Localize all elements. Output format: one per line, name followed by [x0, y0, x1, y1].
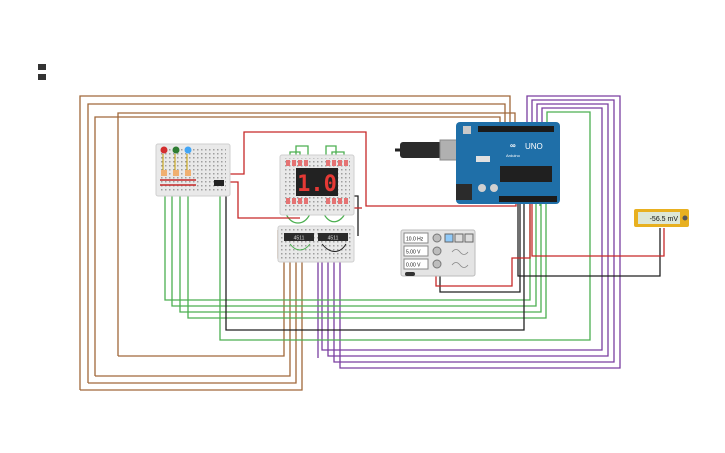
wave-square-icon[interactable]	[444, 233, 454, 243]
seven-segment-display[interactable]	[296, 168, 338, 196]
power-switch[interactable]	[405, 272, 415, 276]
multimeter-display	[638, 212, 680, 224]
offset-field[interactable]	[403, 258, 429, 270]
led-red-icon[interactable]	[160, 146, 168, 173]
wires-brown	[79, 95, 516, 391]
wave-triangle-icon[interactable]	[454, 233, 464, 243]
frequency-value: 10.0 Hz	[406, 237, 424, 243]
amplitude-knob-icon[interactable]	[432, 246, 442, 256]
arduino-logo-icon: ∞	[510, 141, 516, 150]
offset-value: 0.00 V	[406, 263, 421, 269]
usb-cable-icon	[400, 142, 442, 158]
resistor-row-top	[286, 160, 348, 166]
waveform-preview-icon	[451, 249, 469, 255]
wires-black	[225, 188, 661, 331]
crystal-icon	[476, 156, 490, 162]
chip-2-label: 4511	[328, 236, 339, 242]
capacitor-icon-2	[490, 184, 498, 192]
multimeter[interactable]: -56.5 mV	[634, 209, 689, 227]
wave-sine-icon[interactable]	[464, 233, 474, 243]
capacitor-icon	[478, 184, 486, 192]
resistor-row-bottom	[286, 198, 348, 204]
frequency-knob-icon[interactable]	[432, 233, 442, 243]
breadboard-small[interactable]	[155, 143, 231, 197]
led-blue-icon[interactable]	[184, 146, 192, 173]
breadboard-display[interactable]: 1.0	[279, 154, 355, 216]
header-analog	[499, 196, 557, 202]
offset-knob-icon[interactable]	[432, 259, 442, 269]
chip-1-label: 4511	[294, 236, 305, 242]
display-digits: 1.0	[297, 172, 337, 197]
resistor-icon[interactable]	[161, 170, 191, 176]
multimeter-dial-icon[interactable]	[682, 215, 688, 221]
arduino-model-label: UNO	[525, 142, 543, 151]
chip-2[interactable]	[318, 233, 348, 241]
amplitude-field[interactable]	[403, 245, 429, 257]
arduino-brand-label: Arduino	[506, 153, 521, 158]
chip-1[interactable]	[284, 233, 314, 241]
amplitude-value: 5.00 V	[406, 250, 421, 256]
function-generator[interactable]: 10.0 Hz 5.00 V 0.00 V	[400, 229, 476, 277]
header-digital	[478, 126, 554, 132]
drag-handle-icon[interactable]	[38, 64, 46, 80]
button-icon[interactable]	[214, 180, 224, 186]
microcontroller-chip	[500, 166, 552, 182]
power-jack	[456, 184, 472, 200]
reset-button-icon[interactable]	[463, 126, 471, 134]
arduino-uno-board[interactable]: ∞ UNO Arduino	[395, 122, 560, 204]
breadboard-chips[interactable]: 4511 4511	[277, 225, 355, 263]
frequency-field[interactable]	[403, 232, 429, 244]
led-green-icon[interactable]	[172, 146, 180, 173]
waveform-preview-icon-2	[451, 262, 469, 268]
multimeter-reading: -56.5 mV	[650, 216, 679, 223]
